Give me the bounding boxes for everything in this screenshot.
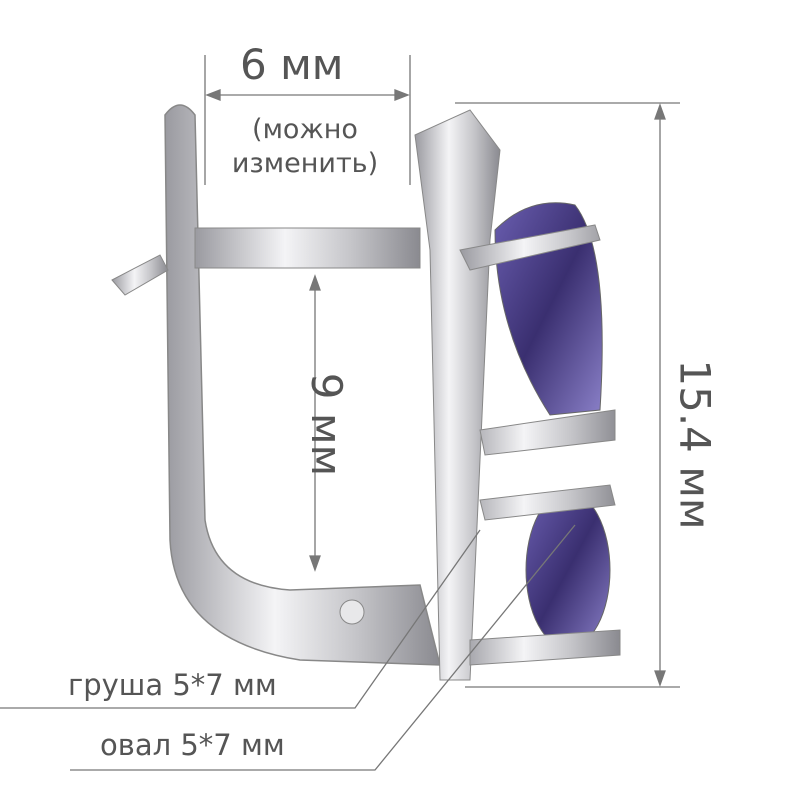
earring-front xyxy=(414,109,501,681)
earring-latch xyxy=(111,254,169,296)
inner-height-label: 9 мм xyxy=(302,372,352,477)
pear-stone-label: груша 5*7 мм xyxy=(68,668,277,702)
earring-hook xyxy=(164,104,441,666)
dimension-lines xyxy=(0,55,680,771)
note-line-1: (можно xyxy=(252,114,358,145)
width-adjustable-note: (можно изменить) xyxy=(215,113,395,181)
oval-stone-label: овал 5*7 мм xyxy=(100,728,285,762)
gem-settings xyxy=(459,224,621,666)
total-height-label: 15.4 мм xyxy=(670,359,720,530)
hinge-pin xyxy=(339,599,365,625)
earring-bar xyxy=(194,227,421,269)
note-line-2: изменить) xyxy=(231,148,379,179)
width-dimension-label: 6 мм xyxy=(240,40,344,89)
